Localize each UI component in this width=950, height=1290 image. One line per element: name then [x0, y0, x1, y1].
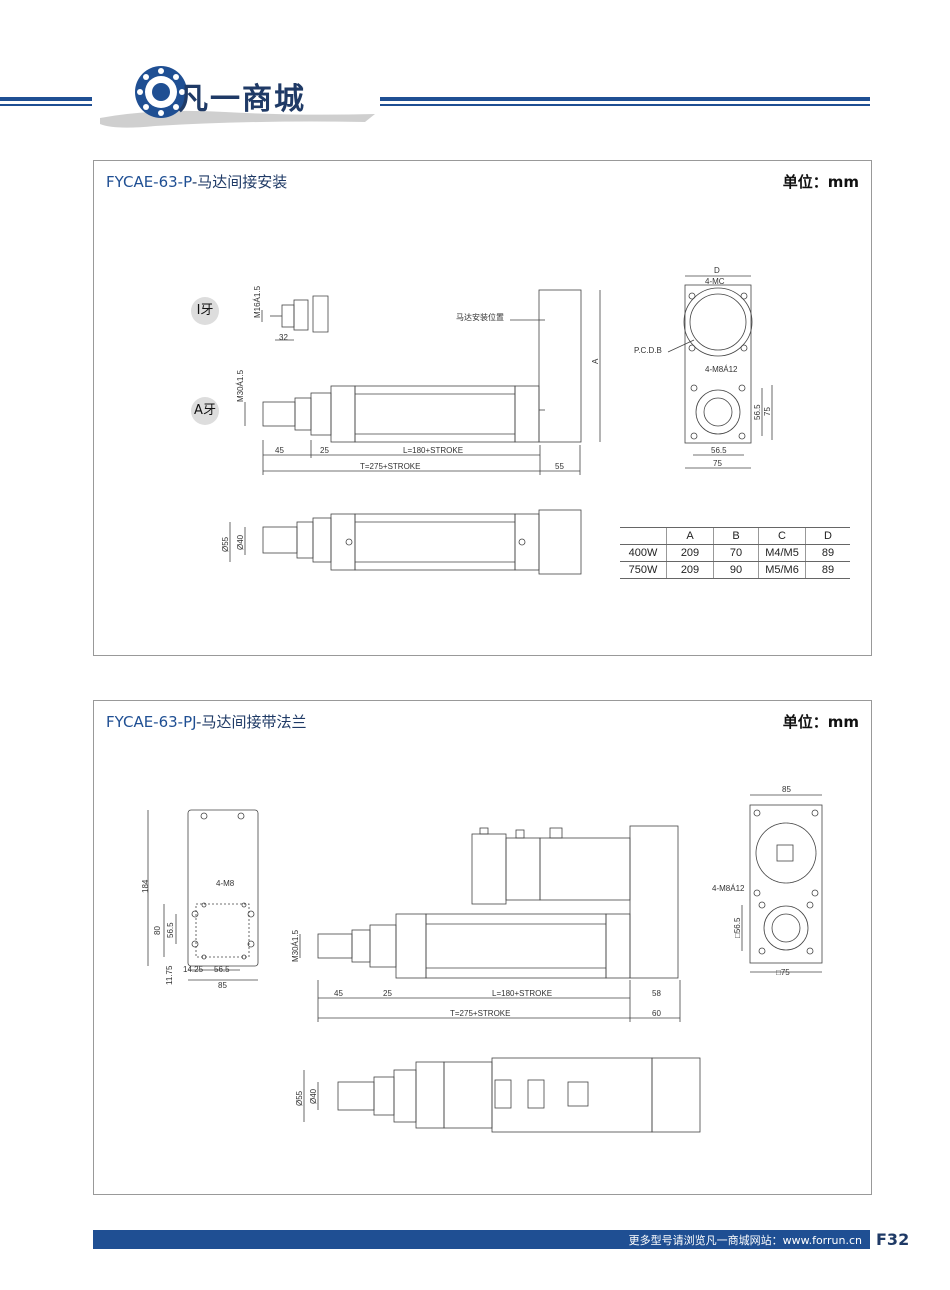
dim-565-h: 56.5: [711, 446, 727, 455]
spec-row: 400W 209 70 M4/M5 89: [620, 544, 850, 562]
dim-45: 45: [275, 446, 284, 455]
dim-4m8a12: 4-M8Á12: [712, 884, 745, 893]
spec-header-cell: C: [758, 527, 806, 545]
dim-565-v2: 56.5: [166, 922, 175, 938]
spec-header-row: A B C D: [620, 527, 850, 545]
dim-55: 55: [555, 462, 564, 471]
dim-25-2: 25: [383, 989, 392, 998]
dim-a: A: [591, 358, 600, 364]
drawing-side-view-1: [229, 275, 773, 575]
spec-cell: 70: [713, 544, 759, 562]
dim-1425: 14.25: [183, 965, 204, 974]
dim-t: T=275+STROKE: [360, 462, 420, 471]
dim-m30: M30Á1.5: [236, 369, 245, 402]
dim-25: 25: [320, 446, 329, 455]
dim-60: 60: [652, 1009, 661, 1018]
panel-title: FYCAE-63-P-马达间接安装: [106, 171, 287, 192]
motor-mount-label: 马达安装位置: [456, 312, 504, 322]
thread-tag-a: A牙: [191, 397, 219, 425]
dim-pcd: P.C.D.B: [634, 346, 662, 355]
spec-cell: 750W: [620, 561, 667, 579]
dim-85: 85: [218, 981, 227, 990]
unit-label: 单位：mm: [782, 713, 859, 731]
spec-cell: 89: [805, 544, 850, 562]
logo-brush-icon: [100, 66, 375, 128]
spec-table: A B C D 400W 209 70 M4/M5 89 750W 209 90…: [620, 527, 850, 579]
header-bar-left: [0, 97, 92, 101]
spec-cell: 90: [713, 561, 759, 579]
dim-labels-2: 184 4-M8 80 56.5 11.75 14.25 56.5 85 M30…: [141, 785, 791, 1106]
spec-row: 750W 209 90 M5/M6 89: [620, 561, 850, 579]
dim-m30-2: M30Á1.5: [291, 929, 300, 962]
dim-58: 58: [652, 989, 661, 998]
dim-d: D: [714, 266, 720, 275]
dim-sq565: □56.5: [733, 917, 742, 938]
dim-184: 184: [141, 879, 150, 893]
dim-phi55: Ø55: [221, 536, 230, 552]
dim-80: 80: [153, 926, 162, 935]
dim-45-2: 45: [334, 989, 343, 998]
dim-4m8: 4-M8: [216, 879, 235, 888]
dim-75-v: 75: [763, 407, 772, 416]
spec-header-cell: A: [666, 527, 714, 545]
spec-header-cell: [620, 527, 667, 545]
dim-phi40: Ø40: [236, 534, 245, 550]
spec-cell: M4/M5: [758, 544, 806, 562]
logo-text: 凡一商城: [178, 82, 306, 117]
dim-85-end: 85: [782, 785, 791, 794]
page-number: F32: [876, 1230, 910, 1249]
dim-t-2: T=275+STROKE: [450, 1009, 510, 1018]
model-desc: -马达间接安装: [191, 173, 288, 191]
dim-labels-1: M16Á1.5 32 M30Á1.5 45 25 L=180+STROKE T=…: [221, 266, 772, 552]
dim-565-h2: 56.5: [214, 965, 230, 974]
thread-tag-i: I牙: [191, 297, 219, 325]
unit-label: 单位：mm: [782, 173, 859, 191]
spec-cell: 209: [666, 561, 714, 579]
dim-m8: 4-M8Á12: [705, 365, 738, 374]
footer-text: 更多型号请浏览凡一商城网站：www.forrun.cn: [628, 1234, 862, 1247]
spec-cell: M5/M6: [758, 561, 806, 579]
model-code: FYCAE-63-P: [106, 173, 192, 191]
dim-32: 32: [279, 333, 288, 342]
dim-phi40-2: Ø40: [309, 1088, 318, 1104]
dim-l-2: L=180+STROKE: [492, 989, 552, 998]
model-code: FYCAE-63-PJ: [106, 713, 197, 731]
spec-cell: 209: [666, 544, 714, 562]
dim-75-h: 75: [713, 459, 722, 468]
spec-header-cell: D: [805, 527, 850, 545]
dim-phi55-2: Ø55: [295, 1090, 304, 1106]
spec-header-cell: B: [713, 527, 759, 545]
spec-cell: 400W: [620, 544, 667, 562]
model-desc: -马达间接带法兰: [196, 713, 307, 731]
header-bar-right-2: [380, 104, 870, 106]
dim-m16: M16Á1.5: [253, 285, 262, 318]
drawing-side-view-2: [147, 794, 823, 1133]
header-bar-right: [380, 97, 870, 101]
header-bar-left-2: [0, 104, 92, 106]
panel-title: FYCAE-63-PJ-马达间接带法兰: [106, 711, 306, 732]
dim-565-v: 56.5: [753, 404, 762, 420]
dim-mc: 4-MC: [705, 277, 725, 286]
dim-l: L=180+STROKE: [403, 446, 463, 455]
footer-bar: 更多型号请浏览凡一商城网站：www.forrun.cn: [93, 1230, 870, 1249]
spec-cell: 89: [805, 561, 850, 579]
dim-1175: 11.75: [165, 965, 174, 985]
dim-sq75: □75: [776, 968, 790, 977]
